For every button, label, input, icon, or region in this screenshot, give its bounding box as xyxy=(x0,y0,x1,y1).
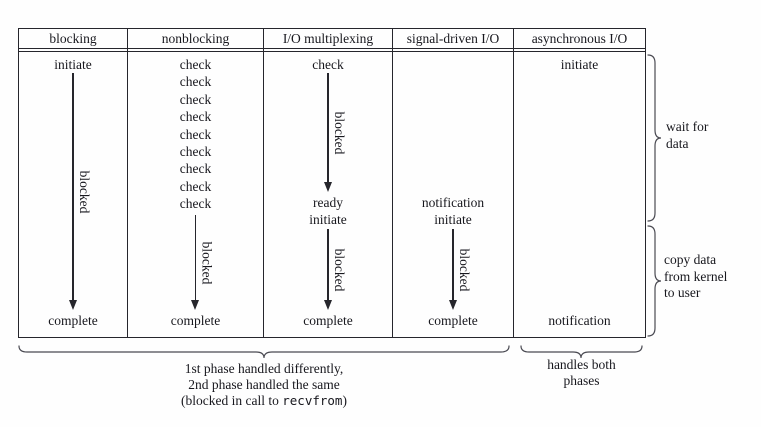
blocked-label: blocked xyxy=(457,248,472,291)
step-complete: complete xyxy=(428,313,478,328)
blocked-label: blocked xyxy=(332,248,347,291)
arrow-head-icon xyxy=(323,182,332,192)
column-header-signal-driven: signal-driven I/O xyxy=(393,29,513,52)
wait-for-data-label: wait for data xyxy=(666,119,709,151)
column-header-io-multiplexing: I/O multiplexing xyxy=(264,29,392,52)
copy-data-label: copy data from kernel to user xyxy=(664,252,728,300)
arrow-line xyxy=(194,215,197,302)
step-ready: ready xyxy=(313,195,343,210)
wait-for-data-brace-icon xyxy=(647,54,662,222)
handles-both-brace-icon xyxy=(520,345,643,359)
io-models-table: blocking initiate blocked complete nonbl… xyxy=(18,28,646,338)
column-header-blocking: blocking xyxy=(19,29,127,52)
column-blocking: blocking initiate blocked complete xyxy=(19,29,128,337)
column-body-nonblocking: check check check check check check chec… xyxy=(128,56,263,337)
first-phase-brace-icon xyxy=(18,345,510,359)
check-step: check xyxy=(179,109,212,125)
blocked-label: blocked xyxy=(199,241,215,284)
step-initiate: initiate xyxy=(309,212,347,227)
column-header-nonblocking: nonblocking xyxy=(128,29,263,52)
column-nonblocking: nonblocking check check check check chec… xyxy=(128,29,264,337)
column-body-asynchronous: initiate notification xyxy=(514,56,645,337)
column-asynchronous: asynchronous I/O initiate notification xyxy=(514,29,645,337)
arrow-line xyxy=(327,229,329,302)
recvfrom-code: recvfrom xyxy=(282,392,343,408)
step-initiate: initiate xyxy=(560,57,599,72)
column-io-multiplexing: I/O multiplexing check blocked ready ini… xyxy=(264,29,393,337)
arrow-head-icon xyxy=(68,300,77,310)
step-complete: complete xyxy=(303,313,353,328)
check-step: check xyxy=(179,178,212,194)
column-header-asynchronous: asynchronous I/O xyxy=(514,29,645,52)
column-body-blocking: initiate blocked complete xyxy=(19,56,127,337)
step-initiate: initiate xyxy=(434,212,472,227)
arrow-line xyxy=(452,229,454,302)
column-signal-driven: signal-driven I/O notification initiate … xyxy=(393,29,514,337)
check-step: check xyxy=(179,126,212,142)
arrow-head-icon xyxy=(191,300,199,310)
step-complete: complete xyxy=(48,313,98,328)
step-notification: notification xyxy=(421,195,485,210)
handles-both-label: handles both phases xyxy=(547,357,616,388)
first-phase-label: 1st phase handled differently, 2nd phase… xyxy=(181,361,347,408)
step-complete: complete xyxy=(170,313,221,328)
column-body-io-multiplexing: check blocked ready initiate blocked com… xyxy=(264,56,392,337)
check-step: check xyxy=(179,74,212,90)
arrow-line xyxy=(72,73,74,302)
step-notification: notification xyxy=(548,313,611,328)
copy-data-brace-icon xyxy=(647,225,662,337)
check-step: check xyxy=(179,91,212,107)
check-step: check xyxy=(179,196,212,212)
check-step: check xyxy=(179,161,212,177)
column-body-signal-driven: notification initiate blocked complete xyxy=(393,56,513,337)
arrow-head-icon xyxy=(448,300,457,310)
step-check: check xyxy=(312,57,344,72)
arrow-head-icon xyxy=(323,300,332,310)
check-list: check check check check check check chec… xyxy=(128,56,263,213)
blocked-label: blocked xyxy=(332,111,347,154)
step-initiate: initiate xyxy=(54,57,92,72)
blocked-label: blocked xyxy=(77,170,92,213)
check-step: check xyxy=(179,57,212,72)
arrow-line xyxy=(327,73,329,184)
check-step: check xyxy=(179,144,212,160)
